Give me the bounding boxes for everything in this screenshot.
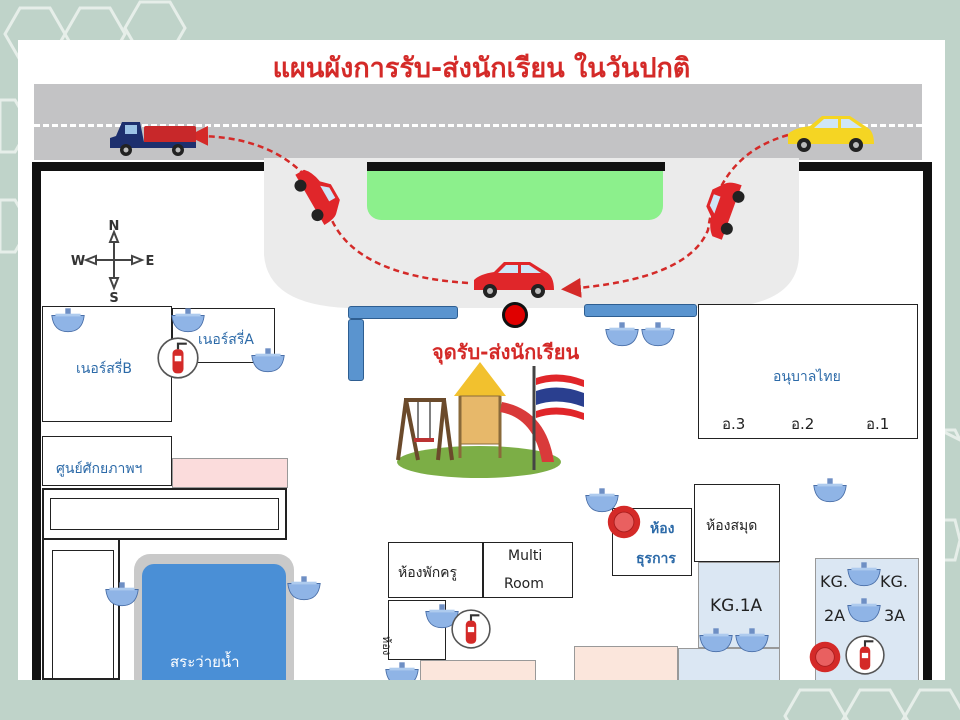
room-a2-label: อ.2 [791,415,815,433]
room-multi-label-2: Room [504,576,544,592]
fire-extinguisher-icon [450,608,492,650]
room-nursery-a-label: เนอร์สรี่A [198,332,254,348]
lawn-area [367,164,663,220]
map-card: แผนผังการรับ-ส่งนักเรียน ในวันปกติ N S E… [18,40,945,680]
route-exit-arrow [188,125,469,285]
room-teacher [388,542,483,598]
room-kg1a-label: KG.1A [710,596,763,616]
wall-top-right [799,162,932,171]
compass-e: E [146,254,155,269]
fire-alarm-icon [606,504,642,540]
sink-icon [104,580,140,608]
pickup-point-marker [502,302,528,328]
fire-extinguisher-icon [844,634,886,676]
barrier-right-horizontal [584,304,697,317]
room-a1-label: อ.1 [866,415,890,433]
red-car-center-icon [474,262,554,298]
lane-divider [34,124,922,127]
wall-top-center [367,162,665,171]
sink-icon [604,320,640,348]
room-office-label-2: ธุรการ [636,551,676,567]
page-title: แผนผังการรับ-ส่งนักเรียน ในวันปกติ [272,53,691,84]
room-thai-kindergarten-label: อนุบาลไทย [773,369,841,385]
pickup-point-label: จุดรับ-ส่งนักเรียน [432,340,580,364]
room-nursery-b-label: เนอร์สรี่B [76,361,132,377]
fire-extinguisher-icon [156,336,200,380]
sink-icon [698,626,734,654]
compass-n: N [109,219,120,234]
sink-icon [846,560,882,588]
red-car-right-icon [706,182,745,240]
room-thai-kindergarten [698,304,918,439]
sink-icon [384,660,420,680]
pickup-truck-icon [110,122,196,156]
room-a3-label: อ.3 [722,415,746,433]
left-hall [42,538,120,680]
fire-alarm-icon [808,640,842,674]
yellow-car-icon [788,116,874,152]
thai-flag-icon [532,366,584,470]
sink-icon [286,574,322,602]
room-kg1a-lower [678,648,780,680]
room-kg1a [698,562,780,648]
barrier-left-vertical [348,319,364,381]
barrier-left-horizontal [348,306,458,319]
room-kg3a-label-2: 3A [884,606,906,625]
peach-block-right [574,646,678,680]
room-kg2a-label-2: 2A [824,606,846,625]
room-multi [483,542,573,598]
wall-left [32,162,41,680]
room-potential-center-label: ศูนย์ศักยภาพฯ [56,461,143,477]
sink-icon [812,476,848,504]
red-car-left-icon [294,169,340,225]
pink-block [172,458,288,488]
room-library [694,484,780,562]
room-multi-label-1: Multi [508,548,543,564]
room-small-label: ห้อง [380,636,393,656]
room-potential-center [42,436,172,486]
sink-icon [734,626,770,654]
swimming-pool [142,564,286,680]
wall-top-left [32,162,264,171]
sink-icon [846,596,882,624]
compass: N S E W [71,219,155,302]
sink-icon [170,306,206,334]
route-entry-arrow [561,133,789,298]
swimming-pool-label: สระว่ายน้ำ [170,653,240,671]
room-library-label: ห้องสมุด [706,518,758,534]
compass-w: W [71,254,85,269]
room-teacher-label: ห้องพักครู [398,565,458,581]
sink-icon [640,320,676,348]
route-arrows [188,125,789,298]
peach-block-left [420,660,536,680]
wall-right [923,162,932,680]
corridor-block [42,488,287,540]
room-kg3a-label-1: KG. [880,572,908,591]
sink-icon [50,306,86,334]
compass-s: S [109,291,118,302]
room-kg2a-label-1: KG. [820,572,848,591]
room-office-label-1: ห้อง [650,521,675,537]
playground-icon [396,362,561,478]
sink-icon [250,346,286,374]
